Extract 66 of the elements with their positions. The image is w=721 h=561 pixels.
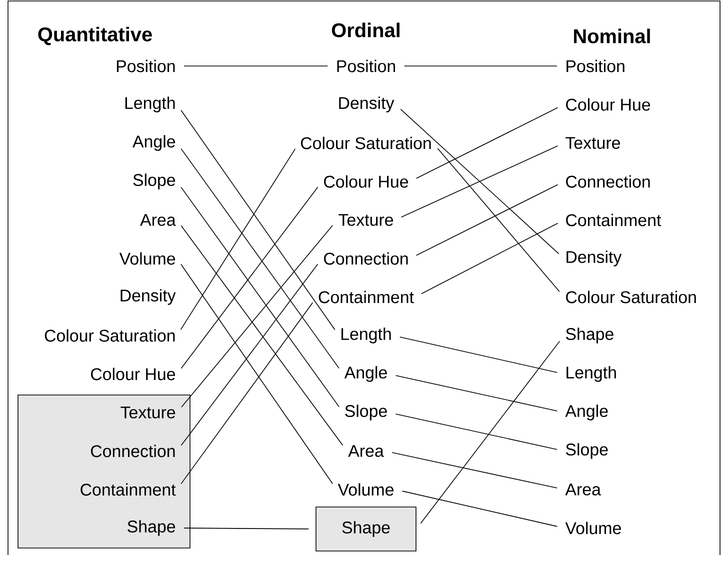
attribute-label: Density: [339, 96, 394, 112]
attribute-label: Slope: [133, 174, 176, 190]
connector-line: [181, 224, 333, 408]
attribute-label: Angle: [132, 135, 176, 151]
group-box: Shape: [316, 506, 416, 552]
connector-line: [402, 490, 558, 527]
column-heading: Nominal: [574, 28, 650, 44]
attribute-label: Area: [348, 445, 384, 457]
attribute-label: Volume: [338, 483, 394, 496]
attribute-label: Colour Hue: [91, 368, 176, 380]
connector-line: [180, 148, 340, 369]
connector-line: [180, 225, 344, 446]
attribute-label: Density: [566, 250, 622, 266]
attribute-label: Volume: [119, 252, 176, 265]
attribute-label: Length: [566, 366, 616, 382]
connector-line: [184, 528, 309, 530]
group-box: [18, 394, 190, 548]
attribute-label: Angle: [344, 366, 387, 382]
attribute-label: Colour Saturation: [44, 329, 175, 342]
attribute-label: Area: [140, 214, 176, 226]
connector-line: [416, 107, 558, 179]
attribute-label: Shape: [128, 520, 176, 536]
attribute-label: Connection: [566, 175, 650, 188]
attribute-label: Colour Saturation: [300, 136, 431, 150]
connector-line: [395, 375, 558, 412]
attribute-label: Containment: [566, 214, 662, 226]
connector-line: [420, 340, 560, 524]
attribute-label: Connection: [91, 444, 175, 458]
attribute-label: Angle: [565, 404, 608, 420]
attribute-label: Volume: [565, 522, 621, 534]
attribute-label: Position: [337, 60, 396, 72]
connector-line: [395, 414, 558, 450]
attribute-label: Colour Hue: [566, 98, 650, 111]
connector-line: [416, 184, 558, 256]
attribute-label: Shape: [566, 328, 614, 344]
column-heading: Quantitative: [38, 26, 152, 46]
connector-line: [437, 148, 560, 292]
connector-line: [180, 264, 333, 484]
attribute-label: Texture: [566, 137, 620, 149]
attribute-label: Position: [566, 60, 624, 72]
attribute-label: Colour Saturation: [566, 290, 696, 304]
attribute-label: Density: [120, 289, 176, 305]
attribute-label: Containment: [80, 483, 176, 496]
attribute-label: Length: [125, 96, 175, 112]
attribute-label: Position: [116, 60, 175, 72]
attribute-label: Texture: [120, 406, 176, 418]
connector-line: [180, 186, 318, 369]
connector-line: [180, 186, 340, 408]
attribute-label: Texture: [338, 214, 394, 226]
connector-line: [180, 110, 336, 330]
column-heading: Ordinal: [332, 22, 400, 38]
connector-line: [392, 452, 558, 488]
attribute-label: Containment: [318, 290, 414, 304]
attribute-label: Slope: [566, 443, 608, 459]
attribute-label: Area: [565, 484, 601, 496]
attribute-label: Slope: [345, 404, 387, 420]
connector-line: [400, 108, 560, 254]
connector-line: [180, 302, 314, 484]
attribute-label: Colour Hue: [324, 175, 408, 188]
connector-line: [400, 146, 558, 218]
connector-line: [421, 222, 558, 294]
attribute-label: Connection: [324, 252, 408, 265]
connector-line: [400, 336, 558, 373]
connector-line: [180, 148, 296, 330]
connector-line: [180, 264, 318, 446]
attribute-label: Length: [342, 328, 391, 344]
